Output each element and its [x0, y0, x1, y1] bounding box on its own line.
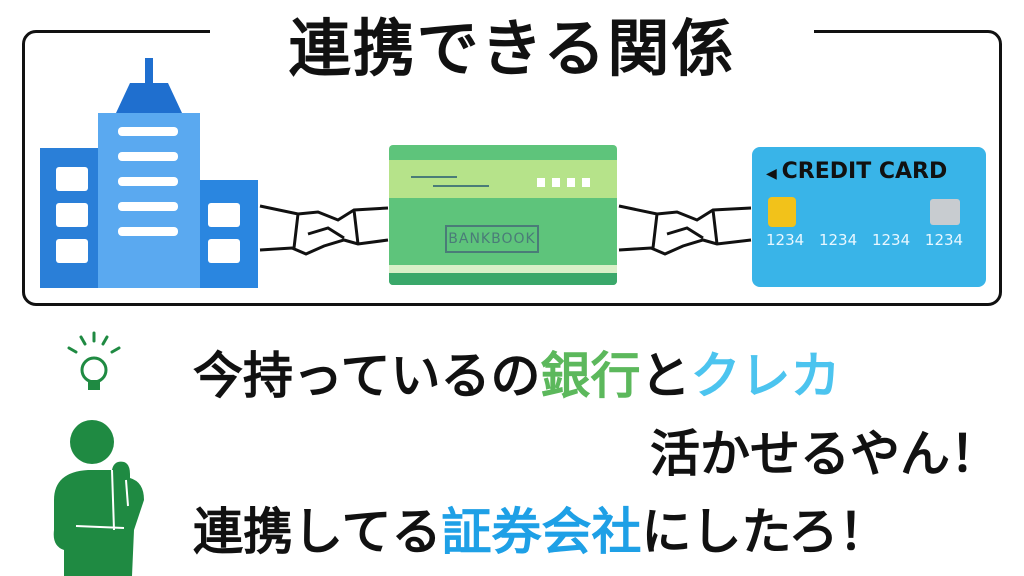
lightbulb-icon [67, 331, 121, 390]
chip-icon [768, 197, 796, 227]
credit-card-illustration: ◀ CREDIT CARD 1234 1234 1234 1234 [752, 147, 986, 287]
message-text: と [640, 347, 691, 405]
message-text: 連携してる [193, 503, 442, 561]
card-number-group: 1234 [766, 231, 805, 249]
message-line-3: 連携してる証券会社にしたろ！ [193, 502, 889, 562]
triangle-icon: ◀ [766, 166, 782, 182]
bankbook-label: BANKBOOK [445, 225, 539, 253]
page-title: 連携できる関係 [210, 4, 814, 94]
hologram-icon [930, 199, 960, 225]
credit-card-highlight: クレカ [690, 347, 841, 405]
message-line-2: 活かせるやん！ [650, 425, 1000, 483]
message-text: にしたろ！ [641, 503, 889, 561]
card-number-group: 1234 [924, 231, 964, 249]
thinking-person-icon [53, 420, 144, 576]
securities-highlight: 証券会社 [441, 503, 642, 561]
company-building-icon [40, 58, 258, 288]
card-number-group: 1234 [871, 231, 911, 249]
message-text: 今持っているの [193, 347, 541, 405]
card-number-group: 1234 [818, 231, 858, 249]
message-line-1: 今持っているの銀行とクレカ [193, 346, 841, 406]
handshake-icon [259, 204, 389, 256]
handshake-icon [618, 204, 752, 256]
bank-highlight: 銀行 [540, 347, 641, 405]
bankbook-illustration: BANKBOOK [389, 145, 617, 285]
credit-card-label: CREDIT CARD [781, 159, 948, 184]
